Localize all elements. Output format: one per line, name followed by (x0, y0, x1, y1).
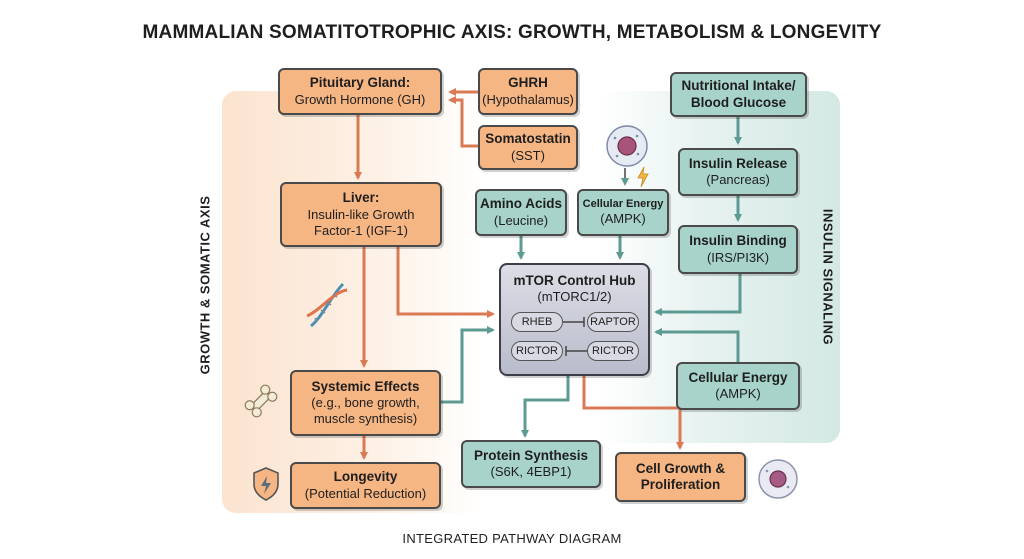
liver-title: Liver: (342, 190, 380, 206)
amino-acids-node: Amino Acids (Leucine) (475, 189, 567, 236)
lightning-icon (637, 166, 649, 188)
inhibition-connectors (563, 317, 587, 356)
growth-somatic-panel (222, 91, 484, 513)
ghrh-title: GHRH (508, 75, 548, 91)
nutritional-title-1: Nutritional Intake/ (681, 78, 796, 94)
amino-acids-sub: (Leucine) (493, 212, 549, 228)
arrow-systemic-mtor (441, 326, 495, 404)
cell-icon-bottom (758, 459, 798, 499)
arrow-mtor-cellgrowth (582, 376, 684, 450)
protein-synthesis-node: Protein Synthesis (S6K, 4EBP1) (461, 440, 601, 488)
cell-growth-node: Cell Growth & Proliferation (615, 452, 746, 502)
somatostatin-sub: (SST) (511, 147, 545, 163)
mtor-sub: (mTORC1/2) (537, 289, 612, 305)
systemic-effects-node: Systemic Effects (e.g., bone growth, mus… (290, 370, 441, 436)
longevity-node: Longevity (Potential Reduction) (290, 462, 441, 509)
cellular-energy-top-node: Cellular Energy (AMPK) (577, 189, 669, 236)
systemic-sub-2: muscle synthesis) (313, 411, 418, 427)
amino-acids-title: Amino Acids (479, 196, 562, 212)
liver-node: Liver: Insulin-like Growth Factor-1 (IGF… (280, 182, 442, 247)
somatostatin-title: Somatostatin (485, 131, 571, 147)
ghrh-node: GHRH (Hypothalamus) (478, 68, 578, 115)
longevity-title: Longevity (333, 469, 398, 485)
liver-sub-2: Factor-1 (IGF-1) (314, 222, 408, 238)
arrow-sst-pituitary (448, 96, 478, 148)
pituitary-title: Pituitary Gland: (309, 75, 411, 91)
arrow-binding-mtor (654, 274, 742, 316)
somatostatin-node: Somatostatin (SST) (478, 125, 578, 170)
diagram-footer: INTEGRATED PATHWAY DIAGRAM (402, 531, 622, 546)
protein-synthesis-sub: (S6K, 4EBP1) (490, 464, 572, 480)
nutritional-title-2: Blood Glucose (690, 94, 787, 110)
dna-icon (306, 282, 348, 328)
cell-growth-title-2: Proliferation (640, 477, 721, 492)
insulin-binding-title: Insulin Binding (689, 233, 787, 249)
arrow-mtor-protein (521, 376, 570, 438)
ghrh-sub: (Hypothalamus) (482, 91, 574, 107)
diagram-title: MAMMALIAN SOMATITOTROPHIC AXIS: GROWTH, … (142, 22, 882, 43)
cellular-energy-top-sub: (AMPK) (600, 211, 646, 227)
protein-synthesis-title: Protein Synthesis (473, 447, 589, 463)
arrow-liver-mtor (396, 247, 495, 318)
insulin-release-title: Insulin Release (688, 155, 788, 171)
insulin-release-sub: (Pancreas) (706, 172, 770, 188)
mtor-title: mTOR Control Hub (513, 273, 636, 288)
pituitary-sub: Growth Hormone (GH) (294, 91, 426, 107)
rictor-pill-right: RICTOR (587, 341, 639, 361)
insulin-binding-node: Insulin Binding (IRS/PI3K) (678, 225, 798, 274)
insulin-release-node: Insulin Release (Pancreas) (678, 148, 798, 196)
cell-growth-title-1: Cell Growth & (635, 460, 726, 476)
cell-icon (606, 125, 648, 167)
rictor-pill-left: RICTOR (511, 341, 563, 361)
cellular-energy-right-sub: (AMPK) (715, 386, 761, 402)
cellular-energy-top-title: Cellular Energy (582, 197, 664, 210)
liver-sub-1: Insulin-like Growth (307, 206, 415, 222)
shield-icon (253, 467, 279, 501)
insulin-binding-sub: (IRS/PI3K) (706, 249, 770, 265)
pituitary-gland-node: Pituitary Gland: Growth Hormone (GH) (278, 68, 442, 115)
systemic-title: Systemic Effects (311, 378, 420, 394)
bone-icon (244, 384, 278, 418)
longevity-sub: (Potential Reduction) (304, 485, 427, 501)
raptor-pill: RAPTOR (587, 312, 639, 332)
nutritional-intake-node: Nutritional Intake/ Blood Glucose (670, 72, 807, 117)
cellular-energy-right-title: Cellular Energy (688, 369, 788, 385)
cellular-energy-right-node: Cellular Energy (AMPK) (676, 362, 800, 410)
systemic-sub-1: (e.g., bone growth, (311, 395, 420, 411)
arrow-energyright-mtor (654, 328, 740, 362)
rheb-pill: RHEB (511, 312, 563, 332)
